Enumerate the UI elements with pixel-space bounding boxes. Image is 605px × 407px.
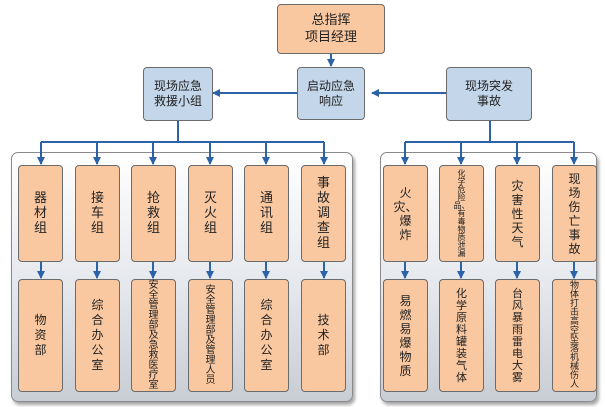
type-box-chemical-leak: 化 学 危 险 品、 有 毒 物 质 泄 漏: [439, 165, 484, 262]
item-box-weather-events: 台 风 暴 雨 雷 电 大 雾: [495, 279, 540, 392]
item-box-injuries: 物 体 打 击 高 空 坠 落 机 械 伤 人: [552, 279, 597, 392]
commander-node: 总指挥 项目经理: [277, 4, 385, 54]
type-box-fire-explosion: 火 灾、 爆 炸: [383, 165, 428, 262]
start-response-node: 启动应急 响应: [297, 67, 365, 120]
group-box-investigation: 事 故 调 查 组: [301, 165, 346, 262]
dept-box-safety-medical: 安 全 管 理 部 及 急 救 医 疗 室: [131, 279, 176, 392]
group-box-materials: 器 材 组: [18, 165, 63, 262]
group-box-communication: 通 讯 组: [244, 165, 289, 262]
incident-node: 现场突发 事故: [446, 67, 532, 121]
dept-box-general-office-1: 综 合 办 公 室: [75, 279, 120, 392]
group-box-pickup: 接 车 组: [75, 165, 120, 262]
group-box-rescue: 抢 救 组: [131, 165, 176, 262]
item-box-chemical-gas: 化 学 原 料 罐 装 气 体: [439, 279, 484, 392]
dept-box-technical: 技 术 部: [301, 279, 346, 392]
type-box-weather: 灾 害 性 天 气: [495, 165, 540, 262]
dept-box-safety-staff: 安 全 管 理 部 及 管 理 人 员: [188, 279, 233, 392]
rescue-groups-panel: [11, 152, 353, 402]
rescue-team-node: 现场应急 救援小组: [143, 67, 213, 121]
type-box-casualty: 现 场 伤 亡 事 故: [552, 165, 597, 262]
dept-box-materials: 物 资 部: [18, 279, 63, 392]
item-box-flammable: 易 燃 易 爆 物 质: [383, 279, 428, 392]
dept-box-general-office-2: 综 合 办 公 室: [244, 279, 289, 392]
group-box-firefighting: 灭 火 组: [188, 165, 233, 262]
